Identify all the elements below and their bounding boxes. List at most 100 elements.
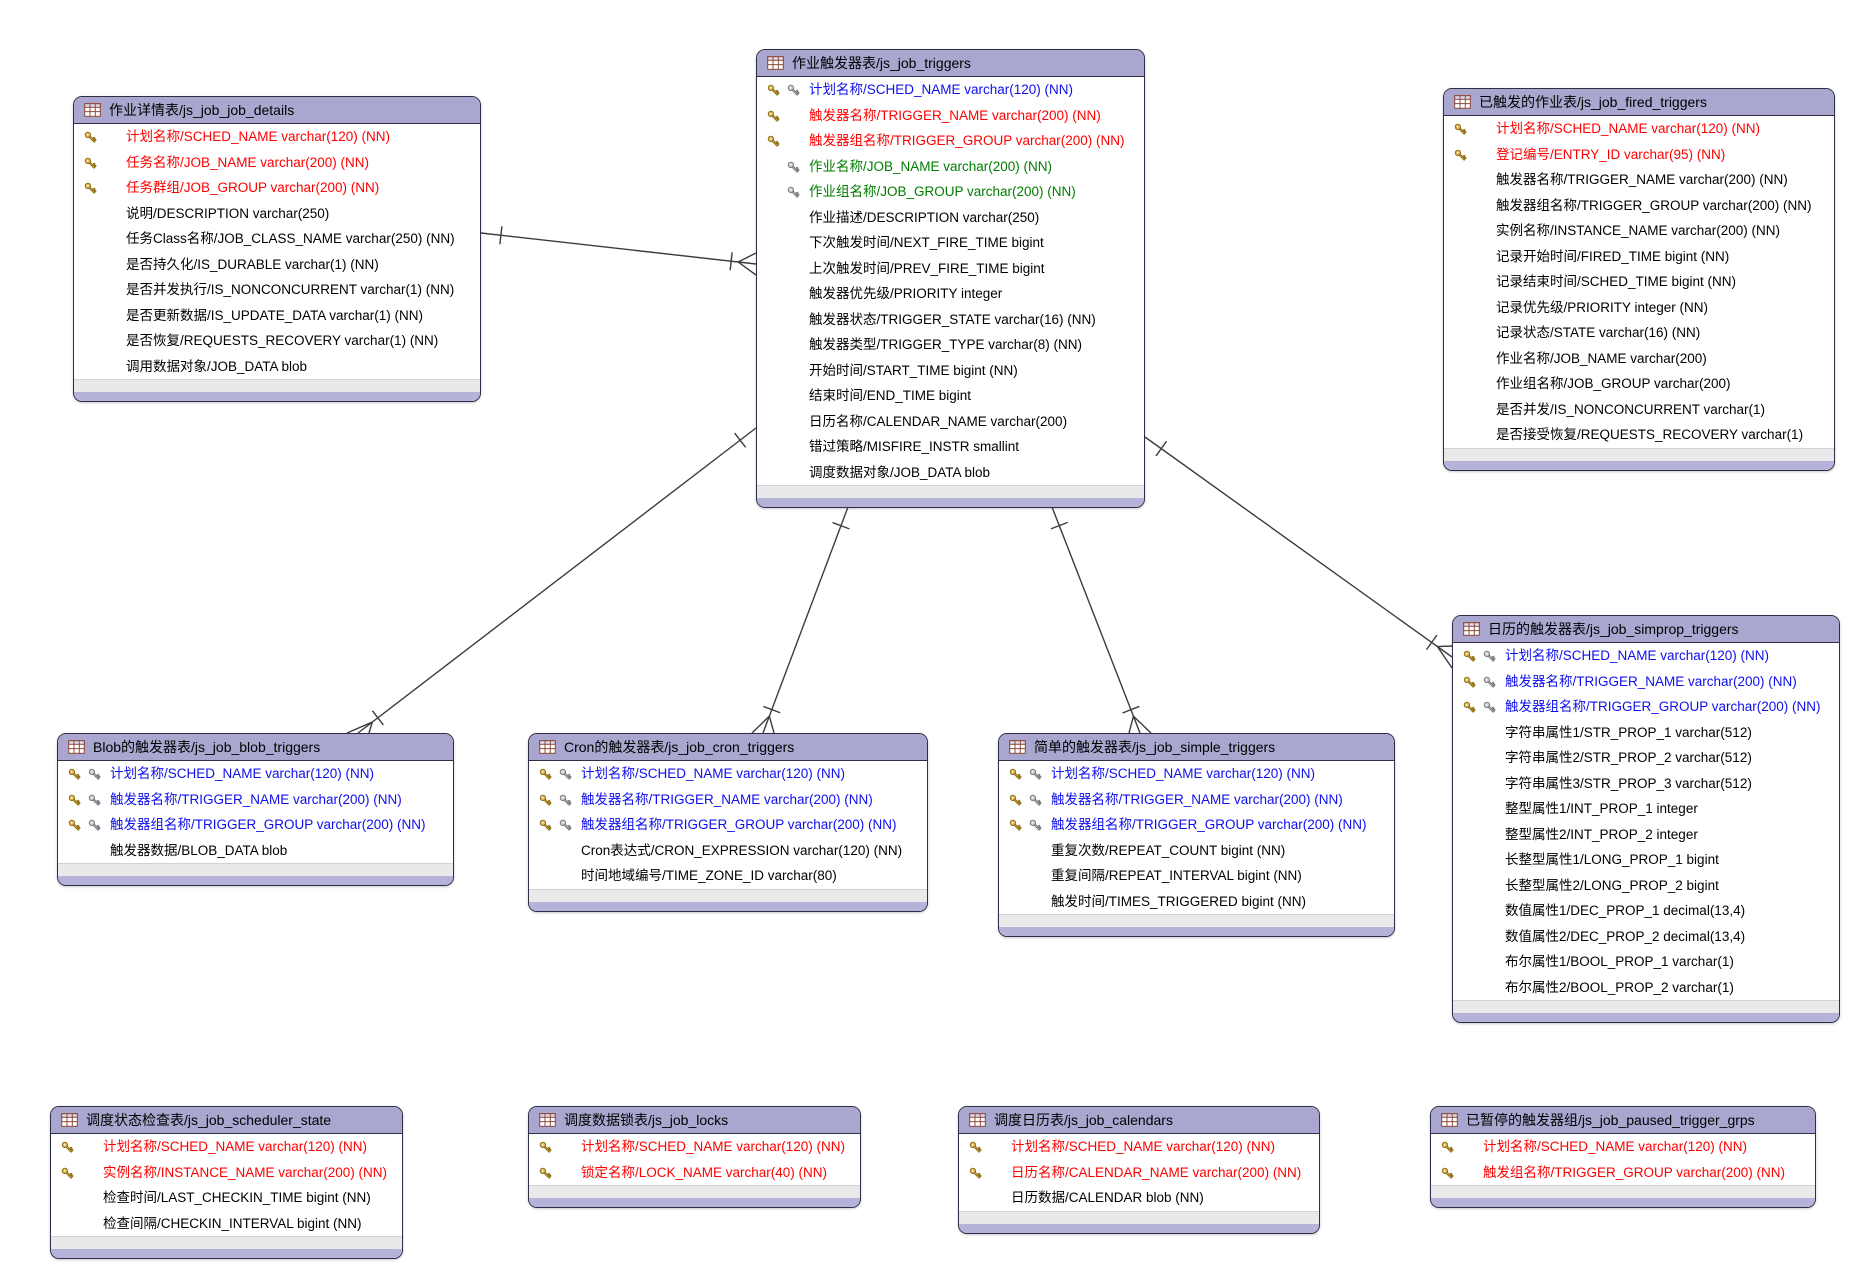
column-row[interactable]: 计划名称/SCHED_NAME varchar(120) (NN) bbox=[58, 761, 453, 787]
column-row[interactable]: 触发器状态/TRIGGER_STATE varchar(16) (NN) bbox=[757, 307, 1144, 333]
column-row[interactable]: 长整型属性2/LONG_PROP_2 bigint bbox=[1453, 873, 1839, 899]
column-row[interactable]: Cron表达式/CRON_EXPRESSION varchar(120) (NN… bbox=[529, 838, 927, 864]
column-row[interactable]: 登记编号/ENTRY_ID varchar(95) (NN) bbox=[1444, 142, 1834, 168]
column-row[interactable]: 锁定名称/LOCK_NAME varchar(40) (NN) bbox=[529, 1160, 860, 1186]
column-row[interactable]: 下次触发时间/NEXT_FIRE_TIME bigint bbox=[757, 230, 1144, 256]
table-header[interactable]: 简单的触发器表/js_job_simple_triggers bbox=[999, 734, 1394, 761]
entity-table-js_job_simprop_triggers[interactable]: 日历的触发器表/js_job_simprop_triggers 计划名称/SCH… bbox=[1452, 615, 1840, 1023]
column-row[interactable]: 记录结束时间/SCHED_TIME bigint (NN) bbox=[1444, 269, 1834, 295]
column-row[interactable]: 数值属性2/DEC_PROP_2 decimal(13,4) bbox=[1453, 924, 1839, 950]
column-row[interactable]: 作业组名称/JOB_GROUP varchar(200) (NN) bbox=[757, 179, 1144, 205]
table-header[interactable]: 已暂停的触发器组/js_job_paused_trigger_grps bbox=[1431, 1107, 1815, 1134]
column-row[interactable]: 触发器组名称/TRIGGER_GROUP varchar(200) (NN) bbox=[1444, 193, 1834, 219]
column-row[interactable]: 记录状态/STATE varchar(16) (NN) bbox=[1444, 320, 1834, 346]
column-row[interactable]: 计划名称/SCHED_NAME varchar(120) (NN) bbox=[1453, 643, 1839, 669]
relationship-triggers-simprop[interactable] bbox=[1144, 436, 1453, 669]
column-row[interactable]: 日历名称/CALENDAR_NAME varchar(200) (NN) bbox=[959, 1160, 1319, 1186]
relationship-triggers-simple[interactable] bbox=[1050, 506, 1152, 734]
column-row[interactable]: 计划名称/SCHED_NAME varchar(120) (NN) bbox=[999, 761, 1394, 787]
column-row[interactable]: 任务群组/JOB_GROUP varchar(200) (NN) bbox=[74, 175, 480, 201]
entity-table-js_job_calendars[interactable]: 调度日历表/js_job_calendars 计划名称/SCHED_NAME v… bbox=[958, 1106, 1320, 1234]
relationship-triggers-cron[interactable] bbox=[751, 506, 850, 734]
column-row[interactable]: 触发器名称/TRIGGER_NAME varchar(200) (NN) bbox=[1453, 669, 1839, 695]
table-header[interactable]: 已触发的作业表/js_job_fired_triggers bbox=[1444, 89, 1834, 116]
entity-table-js_job_simple_triggers[interactable]: 简单的触发器表/js_job_simple_triggers 计划名称/SCHE… bbox=[998, 733, 1395, 937]
column-row[interactable]: 计划名称/SCHED_NAME varchar(120) (NN) bbox=[74, 124, 480, 150]
column-row[interactable]: 结束时间/END_TIME bigint bbox=[757, 383, 1144, 409]
column-row[interactable]: 检查间隔/CHECKIN_INTERVAL bigint (NN) bbox=[51, 1211, 402, 1237]
column-row[interactable]: 重复间隔/REPEAT_INTERVAL bigint (NN) bbox=[999, 863, 1394, 889]
column-row[interactable]: 错过策略/MISFIRE_INSTR smallint bbox=[757, 434, 1144, 460]
column-row[interactable]: 记录开始时间/FIRED_TIME bigint (NN) bbox=[1444, 244, 1834, 270]
column-row[interactable]: 触发器组名称/TRIGGER_GROUP varchar(200) (NN) bbox=[58, 812, 453, 838]
column-row[interactable]: 是否更新数据/IS_UPDATE_DATA varchar(1) (NN) bbox=[74, 303, 480, 329]
column-row[interactable]: 时间地域编号/TIME_ZONE_ID varchar(80) bbox=[529, 863, 927, 889]
column-row[interactable]: 计划名称/SCHED_NAME varchar(120) (NN) bbox=[959, 1134, 1319, 1160]
table-header[interactable]: 作业触发器表/js_job_triggers bbox=[757, 50, 1144, 77]
column-row[interactable]: 作业描述/DESCRIPTION varchar(250) bbox=[757, 205, 1144, 231]
column-row[interactable]: 触发器名称/TRIGGER_NAME varchar(200) (NN) bbox=[999, 787, 1394, 813]
column-row[interactable]: 触发组名称/TRIGGER_GROUP varchar(200) (NN) bbox=[1431, 1160, 1815, 1186]
entity-table-js_job_fired_triggers[interactable]: 已触发的作业表/js_job_fired_triggers 计划名称/SCHED… bbox=[1443, 88, 1835, 471]
table-header[interactable]: 调度日历表/js_job_calendars bbox=[959, 1107, 1319, 1134]
entity-table-js_job_blob_triggers[interactable]: Blob的触发器表/js_job_blob_triggers 计划名称/SCHE… bbox=[57, 733, 454, 886]
column-row[interactable]: 是否恢复/REQUESTS_RECOVERY varchar(1) (NN) bbox=[74, 328, 480, 354]
column-row[interactable]: 调用数据对象/JOB_DATA blob bbox=[74, 354, 480, 380]
column-row[interactable]: 开始时间/START_TIME bigint (NN) bbox=[757, 358, 1144, 384]
relationship-details-triggers[interactable] bbox=[480, 226, 757, 276]
entity-table-js_job_scheduler_state[interactable]: 调度状态检查表/js_job_scheduler_state 计划名称/SCHE… bbox=[50, 1106, 403, 1259]
table-header[interactable]: Cron的触发器表/js_job_cron_triggers bbox=[529, 734, 927, 761]
column-row[interactable]: 重复次数/REPEAT_COUNT bigint (NN) bbox=[999, 838, 1394, 864]
column-row[interactable]: 作业名称/JOB_NAME varchar(200) (NN) bbox=[757, 154, 1144, 180]
column-row[interactable]: 触发器类型/TRIGGER_TYPE varchar(8) (NN) bbox=[757, 332, 1144, 358]
entity-table-js_job_locks[interactable]: 调度数据锁表/js_job_locks 计划名称/SCHED_NAME varc… bbox=[528, 1106, 861, 1208]
column-row[interactable]: 计划名称/SCHED_NAME varchar(120) (NN) bbox=[1444, 116, 1834, 142]
column-row[interactable]: 检查时间/LAST_CHECKIN_TIME bigint (NN) bbox=[51, 1185, 402, 1211]
column-row[interactable]: 日历名称/CALENDAR_NAME varchar(200) bbox=[757, 409, 1144, 435]
column-row[interactable]: 是否并发/IS_NONCONCURRENT varchar(1) bbox=[1444, 397, 1834, 423]
column-row[interactable]: 字符串属性2/STR_PROP_2 varchar(512) bbox=[1453, 745, 1839, 771]
column-row[interactable]: 日历数据/CALENDAR blob (NN) bbox=[959, 1185, 1319, 1211]
column-row[interactable]: 触发器组名称/TRIGGER_GROUP varchar(200) (NN) bbox=[1453, 694, 1839, 720]
relationship-triggers-blob[interactable] bbox=[346, 427, 757, 734]
column-row[interactable]: 任务Class名称/JOB_CLASS_NAME varchar(250) (N… bbox=[74, 226, 480, 252]
column-row[interactable]: 触发器名称/TRIGGER_NAME varchar(200) (NN) bbox=[58, 787, 453, 813]
table-header[interactable]: 调度状态检查表/js_job_scheduler_state bbox=[51, 1107, 402, 1134]
table-header[interactable]: 作业详情表/js_job_job_details bbox=[74, 97, 480, 124]
column-row[interactable]: 说明/DESCRIPTION varchar(250) bbox=[74, 201, 480, 227]
table-header[interactable]: 调度数据锁表/js_job_locks bbox=[529, 1107, 860, 1134]
column-row[interactable]: 是否持久化/IS_DURABLE varchar(1) (NN) bbox=[74, 252, 480, 278]
column-row[interactable]: 触发器数据/BLOB_DATA blob bbox=[58, 838, 453, 864]
column-row[interactable]: 是否并发执行/IS_NONCONCURRENT varchar(1) (NN) bbox=[74, 277, 480, 303]
column-row[interactable]: 计划名称/SCHED_NAME varchar(120) (NN) bbox=[529, 761, 927, 787]
entity-table-js_job_job_details[interactable]: 作业详情表/js_job_job_details 计划名称/SCHED_NAME… bbox=[73, 96, 481, 402]
column-row[interactable]: 触发器组名称/TRIGGER_GROUP varchar(200) (NN) bbox=[529, 812, 927, 838]
column-row[interactable]: 任务名称/JOB_NAME varchar(200) (NN) bbox=[74, 150, 480, 176]
column-row[interactable]: 字符串属性3/STR_PROP_3 varchar(512) bbox=[1453, 771, 1839, 797]
column-row[interactable]: 整型属性2/INT_PROP_2 integer bbox=[1453, 822, 1839, 848]
column-row[interactable]: 字符串属性1/STR_PROP_1 varchar(512) bbox=[1453, 720, 1839, 746]
column-row[interactable]: 触发器组名称/TRIGGER_GROUP varchar(200) (NN) bbox=[999, 812, 1394, 838]
column-row[interactable]: 布尔属性2/BOOL_PROP_2 varchar(1) bbox=[1453, 975, 1839, 1001]
column-row[interactable]: 触发器组名称/TRIGGER_GROUP varchar(200) (NN) bbox=[757, 128, 1144, 154]
column-row[interactable]: 是否接受恢复/REQUESTS_RECOVERY varchar(1) bbox=[1444, 422, 1834, 448]
column-row[interactable]: 上次触发时间/PREV_FIRE_TIME bigint bbox=[757, 256, 1144, 282]
column-row[interactable]: 计划名称/SCHED_NAME varchar(120) (NN) bbox=[529, 1134, 860, 1160]
table-header[interactable]: Blob的触发器表/js_job_blob_triggers bbox=[58, 734, 453, 761]
column-row[interactable]: 计划名称/SCHED_NAME varchar(120) (NN) bbox=[757, 77, 1144, 103]
column-row[interactable]: 触发器名称/TRIGGER_NAME varchar(200) (NN) bbox=[529, 787, 927, 813]
column-row[interactable]: 触发器优先级/PRIORITY integer bbox=[757, 281, 1144, 307]
column-row[interactable]: 触发器名称/TRIGGER_NAME varchar(200) (NN) bbox=[757, 103, 1144, 129]
table-header[interactable]: 日历的触发器表/js_job_simprop_triggers bbox=[1453, 616, 1839, 643]
column-row[interactable]: 数值属性1/DEC_PROP_1 decimal(13,4) bbox=[1453, 898, 1839, 924]
column-row[interactable]: 计划名称/SCHED_NAME varchar(120) (NN) bbox=[1431, 1134, 1815, 1160]
column-row[interactable]: 整型属性1/INT_PROP_1 integer bbox=[1453, 796, 1839, 822]
entity-table-js_job_triggers[interactable]: 作业触发器表/js_job_triggers 计划名称/SCHED_NAME v… bbox=[756, 49, 1145, 508]
column-row[interactable]: 作业组名称/JOB_GROUP varchar(200) bbox=[1444, 371, 1834, 397]
column-row[interactable]: 触发时间/TIMES_TRIGGERED bigint (NN) bbox=[999, 889, 1394, 915]
entity-table-js_job_cron_triggers[interactable]: Cron的触发器表/js_job_cron_triggers 计划名称/SCHE… bbox=[528, 733, 928, 912]
column-row[interactable]: 触发器名称/TRIGGER_NAME varchar(200) (NN) bbox=[1444, 167, 1834, 193]
entity-table-js_job_paused_trigger_grps[interactable]: 已暂停的触发器组/js_job_paused_trigger_grps 计划名称… bbox=[1430, 1106, 1816, 1208]
column-row[interactable]: 实例名称/INSTANCE_NAME varchar(200) (NN) bbox=[51, 1160, 402, 1186]
column-row[interactable]: 布尔属性1/BOOL_PROP_1 varchar(1) bbox=[1453, 949, 1839, 975]
